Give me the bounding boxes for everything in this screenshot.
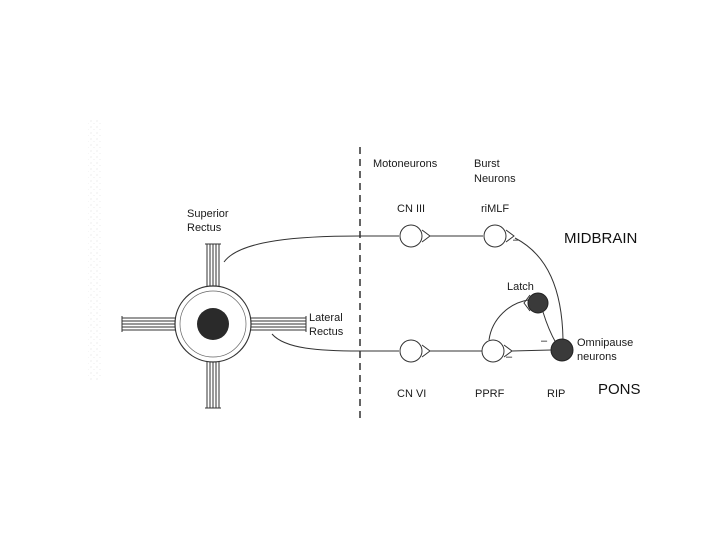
lateral-muscle — [250, 316, 307, 332]
inferior-muscle — [205, 358, 221, 409]
omnipause-minus: – — [541, 335, 548, 347]
omnipause-label-2: neurons — [577, 351, 617, 363]
rimlf-axon-terminal — [505, 229, 515, 243]
eye-globe-inner-ring — [179, 290, 247, 358]
omnipause-label-1: Omnipause — [577, 337, 633, 349]
midbrain-label: MIDBRAIN — [564, 230, 637, 247]
burst-neurons-header-1: Burst — [474, 158, 500, 170]
pprf-label: PPRF — [475, 388, 505, 400]
lateral-rectus-label-1: Lateral — [309, 312, 343, 324]
scan-artifact — [88, 120, 102, 380]
omnipause-to-rimlf-wire — [514, 237, 564, 340]
cn6-neuron — [399, 339, 423, 363]
burst-neurons-header-2: Neurons — [474, 173, 516, 185]
omnipause-neuron — [550, 338, 574, 362]
cn3-neuron — [399, 224, 423, 248]
rimlf-neuron — [483, 224, 507, 248]
pons-label: PONS — [598, 381, 641, 398]
cn6-label: CN VI — [397, 388, 426, 400]
latch-neuron — [527, 292, 549, 314]
superior-muscle — [205, 243, 221, 292]
rimlf-label: riMLF — [481, 203, 509, 215]
latch-input-terminal — [523, 294, 531, 312]
cn6-axon-terminal — [421, 344, 431, 358]
omnipause-to-pprf-wire — [511, 349, 552, 352]
cn3-axon-terminal — [421, 229, 431, 243]
cn3-label: CN III — [397, 203, 425, 215]
motoneurons-header: Motoneurons — [373, 158, 438, 170]
pprf-to-latch-wire — [488, 299, 529, 341]
pprf-neuron — [481, 339, 505, 363]
superior-rectus-label-2: Rectus — [187, 222, 222, 234]
rimlf-minus: – — [513, 234, 520, 246]
pupil — [197, 308, 229, 340]
cn6-to-lateral-rectus-wire — [271, 333, 399, 352]
cn3-to-superior-rectus-wire — [223, 235, 399, 263]
rip-label: RIP — [547, 388, 565, 400]
pprf-minus: – — [506, 351, 513, 363]
superior-rectus-label-1: Superior — [187, 208, 229, 220]
lateral-rectus-label-2: Rectus — [309, 326, 344, 338]
medial-muscle — [121, 316, 178, 332]
latch-label: Latch — [507, 281, 534, 293]
